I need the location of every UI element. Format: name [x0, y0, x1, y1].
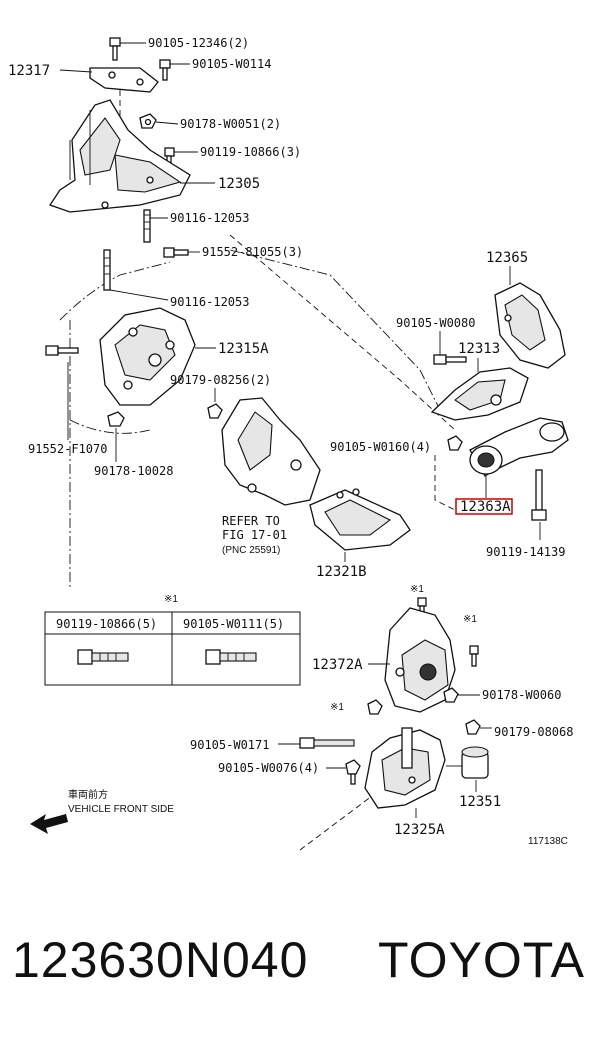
bolt-90105-W0171 — [299, 737, 355, 749]
bracket-12315A — [99, 307, 196, 406]
callout-90119-10866-3: 90119-10866(3) — [200, 145, 301, 159]
guide-line-2 — [434, 455, 456, 511]
fastener-table — [44, 611, 301, 686]
callout-12313: 12313 — [458, 341, 500, 357]
washer-90179-08068 — [465, 719, 481, 735]
callout-90105-12346: 90105-12346(2) — [148, 36, 249, 50]
engine-outline — [59, 249, 441, 590]
bolt-90119-14139 — [531, 469, 547, 521]
front-label-jp: 車両前方 — [68, 788, 108, 801]
callout-12305: 12305 — [218, 176, 260, 192]
shield-12321B — [309, 488, 411, 551]
bracket-12313 — [430, 367, 529, 421]
nut-90178-10028 — [107, 411, 125, 427]
callout-90178-10028: 90178-10028 — [94, 464, 173, 478]
stud-90116-12053-a — [143, 209, 151, 243]
bolt-90105-W0114 — [159, 59, 171, 81]
nut-90178-W0051 — [139, 113, 157, 129]
callout-90105-W0080: 90105-W0080 — [396, 316, 475, 330]
bracket-12325A — [364, 727, 446, 809]
front-label-en: VEHICLE FRONT SIDE — [68, 804, 174, 815]
table-mark: ※1 — [164, 594, 178, 605]
transmission-bracket — [221, 397, 321, 506]
table-bolt-1-icon — [77, 649, 129, 665]
stopper-12365 — [494, 282, 566, 369]
callout-90105-W0076: 90105-W0076(4) — [218, 761, 319, 775]
bolt-90105-W0080 — [433, 354, 467, 365]
note-mark-2: ※1 — [463, 614, 477, 625]
callout-12351: 12351 — [459, 794, 501, 810]
callout-91552-F1070: 91552-F1070 — [28, 442, 107, 456]
torque-rod-12363A — [469, 417, 569, 477]
callout-12372A: 12372A — [312, 657, 363, 673]
callout-90105-W0114: 90105-W0114 — [192, 57, 271, 71]
callout-90179-08068: 90179-08068 — [494, 725, 573, 739]
bracket-12317 — [89, 67, 159, 93]
table-col-2: 90105-W0111(5) — [183, 617, 284, 631]
bolt-mark-2 — [469, 645, 479, 667]
bolt-90105-W0076 — [345, 759, 361, 785]
callout-90105-W0171: 90105-W0171 — [190, 738, 269, 752]
callout-12365: 12365 — [486, 250, 528, 266]
callout-90116-12053-b: 90116-12053 — [170, 295, 249, 309]
callout-12315A: 12315A — [218, 341, 269, 357]
vehicle-front-arrow-icon — [30, 814, 68, 834]
bolt-91552-81055 — [163, 247, 189, 258]
note-mark-1: ※1 — [410, 584, 424, 595]
brand-name: TOYOTA — [378, 932, 585, 988]
note-mark-3: ※1 — [330, 702, 344, 713]
callout-90179-08256: 90179-08256(2) — [170, 373, 271, 387]
table-col-1: 90119-10866(5) — [56, 617, 157, 631]
bolt-91552-F1070 — [45, 345, 79, 356]
callout-12325A: 12325A — [394, 822, 445, 838]
callout-12317: 12317 — [8, 63, 50, 79]
bolt-90105-W0160 — [447, 435, 463, 451]
callout-90116-12053-a: 90116-12053 — [170, 211, 249, 225]
bracket-12372A — [384, 607, 456, 713]
table-bolt-2-icon — [205, 649, 257, 665]
callout-90178-W0051: 90178-W0051(2) — [180, 117, 281, 131]
stud-90116-12053-b — [103, 249, 111, 291]
callout-12363A: 12363A — [460, 499, 511, 515]
footer: 123630N040 TOYOTA — [0, 930, 600, 1030]
refer-line-2: FIG 17-01 — [222, 528, 287, 542]
callout-91552-81055: 91552-81055(3) — [202, 245, 303, 259]
nut-90178-W0060 — [443, 687, 459, 703]
callout-90119-14139: 90119-14139 — [486, 545, 565, 559]
refer-line-1: REFER TO — [222, 514, 280, 528]
callout-90105-W0160: 90105-W0160(4) — [330, 440, 431, 454]
callout-90178-W0060: 90178-W0060 — [482, 688, 561, 702]
parts-diagram: 90105-12346(2) 90105-W0114 12317 90178-W… — [8, 36, 573, 851]
part-number: 123630N040 — [12, 932, 309, 988]
nut-mark-3 — [367, 699, 383, 715]
bolt-90105-12346 — [109, 37, 121, 61]
highlight-box — [455, 498, 513, 515]
figure-code: 117138C — [528, 836, 568, 847]
washer-90179-08256 — [207, 403, 223, 419]
mount-12305 — [48, 99, 191, 213]
refer-line-3: (PNC 25591) — [222, 545, 280, 556]
callout-12321B: 12321B — [316, 564, 367, 580]
damper-12351 — [446, 746, 489, 779]
